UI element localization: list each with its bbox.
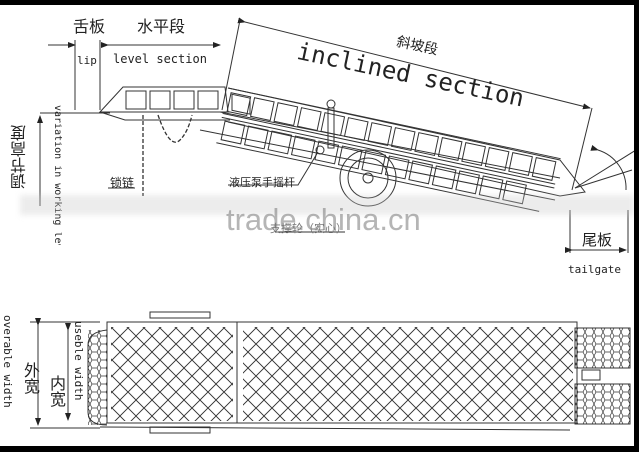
inner-width-label-cn: 内宽 [47, 375, 66, 407]
grating-left [111, 327, 233, 421]
ramp-drawing [30, 17, 634, 434]
height-label-en: variation in working level [52, 105, 62, 245]
grating-right [243, 327, 573, 421]
watermark: trade.china.cn [226, 202, 421, 237]
outer-width-label-en: overable width [1, 315, 14, 408]
pump-handle-label: 液压泵手摇杆 [229, 176, 295, 189]
level-label-cn: 水平段 [137, 17, 186, 36]
inclined-dimension-arrow [237, 17, 591, 110]
watermark-blur [20, 195, 634, 215]
tailgate-label-cn: 尾板 [582, 231, 613, 249]
chain [142, 114, 193, 196]
lip-label-en: lip [77, 54, 97, 67]
inner-width-label-en: useble width [72, 321, 85, 401]
lip-label-cn: 舌板 [73, 17, 106, 36]
height-label-cn: 调节高度 [10, 125, 29, 189]
chain-label: 锁链 [110, 176, 135, 190]
outer-width-label-cn: 外宽 [21, 362, 40, 394]
diagram-canvas: 舌板 lip 水平段 level section 斜坡段 inclined se… [0, 5, 634, 446]
inclined-panels [231, 93, 251, 115]
support-wheel [339, 149, 397, 207]
tailgate-label-en: tailgate [568, 263, 621, 276]
level-label-en: level section [113, 52, 207, 66]
support-wheel-label: 支撑轮（实心） [270, 222, 347, 235]
